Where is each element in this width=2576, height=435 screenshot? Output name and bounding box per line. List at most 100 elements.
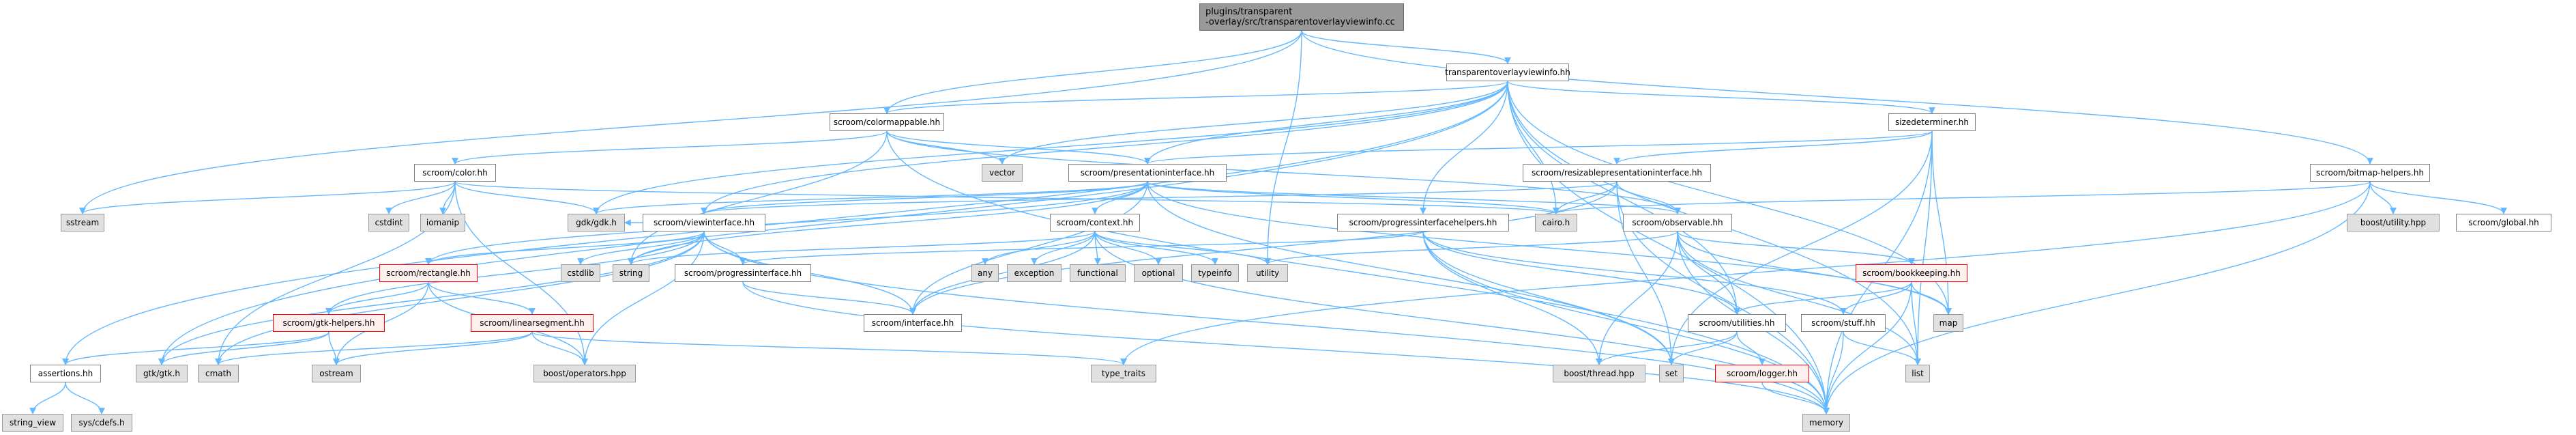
node-color[interactable]: scroom/color.hh <box>414 164 496 182</box>
node-progressinterface[interactable]: scroom/progressinterface.hh <box>675 264 811 282</box>
node-optional[interactable]: optional <box>1134 264 1183 282</box>
node-assertions[interactable]: assertions.hh <box>30 365 101 382</box>
node-colormappable[interactable]: scroom/colormappable.hh <box>830 113 944 131</box>
node-label: scroom/utilities.hh <box>1699 318 1775 328</box>
node-label: string <box>619 268 643 278</box>
node-label: scroom/interface.hh <box>871 318 954 328</box>
edge-bitmaphelpers-to-typetraits <box>1120 181 2371 365</box>
node-cmath[interactable]: cmath <box>198 365 239 382</box>
node-list[interactable]: list <box>1905 365 1930 382</box>
node-label: scroom/bitmap-helpers.hh <box>2315 168 2425 178</box>
node-any[interactable]: any <box>971 264 999 282</box>
node-logger[interactable]: scroom/logger.hh <box>1715 365 1809 382</box>
edge-progressinterfacehelpers-to-set <box>1422 231 1675 365</box>
edge-gtkhelpers-to-gtk <box>158 331 330 365</box>
edge-colormappable-to-color <box>452 130 888 165</box>
node-presentationinterface[interactable]: scroom/presentationinterface.hh <box>1068 164 1227 182</box>
node-observable[interactable]: scroom/observable.hh <box>1623 214 1732 231</box>
edge-viewinterface-to-rectangle <box>425 231 705 265</box>
node-vector[interactable]: vector <box>982 164 1023 182</box>
node-label: assertions.hh <box>38 369 93 378</box>
node-label: sys/cdefs.h <box>78 418 125 427</box>
node-label: scroom/progressinterface.hh <box>684 268 802 278</box>
node-bookkeeping[interactable]: scroom/bookkeeping.hh <box>1856 264 1967 282</box>
node-gdk[interactable]: gdk/gdk.h <box>568 214 625 231</box>
node-map[interactable]: map <box>1933 314 1963 332</box>
node-boost-operators[interactable]: boost/operators.hpp <box>533 365 636 382</box>
edge-toviewinfo-to-utilities <box>1507 81 1740 315</box>
node-typeinfo[interactable]: typeinfo <box>1191 264 1239 282</box>
node-utilities[interactable]: scroom/utilities.hh <box>1688 314 1786 332</box>
node-label: scroom/observable.hh <box>1632 218 1723 227</box>
node-root-source-file[interactable]: plugins/transparent -overlay/src/transpa… <box>1199 3 1404 31</box>
edge-presentationinterface-to-cairo <box>1147 181 1560 214</box>
node-functional[interactable]: functional <box>1070 264 1126 282</box>
node-exception[interactable]: exception <box>1007 264 1062 282</box>
edge-toviewinfo-to-viewinterface <box>701 81 1508 214</box>
node-transparentoverlayviewinfo[interactable]: transparentoverlayviewinfo.hh <box>1445 64 1570 81</box>
node-global[interactable]: scroom/global.hh <box>2456 214 2551 231</box>
node-string[interactable]: string <box>613 264 649 282</box>
node-linearsegment[interactable]: scroom/linearsegment.hh <box>471 314 594 332</box>
edge-linearsegment-to-ostream <box>333 331 533 365</box>
node-utility[interactable]: utility <box>1247 264 1288 282</box>
node-bitmap-helpers[interactable]: scroom/bitmap-helpers.hh <box>2310 164 2430 182</box>
node-progressinterfacehelpers[interactable]: scroom/progressinterfacehelpers.hh <box>1337 214 1509 231</box>
edge-color-to-cairo <box>454 181 1560 214</box>
node-context[interactable]: scroom/context.hh <box>1050 214 1140 231</box>
edge-sizedeterminer-to-list <box>1914 130 1933 365</box>
edge-context-to-string <box>628 231 1096 265</box>
node-sys-cdefs[interactable]: sys/cdefs.h <box>71 414 132 432</box>
edge-root-to-utility <box>1264 30 1302 265</box>
edge-progressinterfacehelpers-to-stuff <box>1422 231 1847 315</box>
edge-colormappable-to-presentationinterface <box>886 130 1151 165</box>
node-cstdlib[interactable]: cstdlib <box>561 264 600 282</box>
edge-sizedeterminer-to-presentationinterface <box>1144 130 1933 165</box>
edge-observable-to-bookkeeping <box>1677 231 1915 265</box>
node-memory[interactable]: memory <box>1802 414 1850 432</box>
edge-bookkeeping-to-stuff <box>1840 281 1912 315</box>
node-label: iomanip <box>426 218 460 227</box>
node-label: scroom/color.hh <box>422 168 488 178</box>
edge-stuff-to-memory <box>1823 331 1844 415</box>
edge-bitmaphelpers-to-global <box>2369 181 2507 214</box>
edge-bookkeeping-to-memory <box>1823 281 1912 415</box>
edge-toviewinfo-to-sizedeterminer <box>1507 81 1935 114</box>
node-stuff[interactable]: scroom/stuff.hh <box>1801 314 1886 332</box>
node-label: scroom/gtk-helpers.hh <box>282 318 375 328</box>
edge-observable-to-boostthread <box>1596 231 1678 365</box>
node-interface[interactable]: scroom/interface.hh <box>864 314 962 332</box>
node-rectangle[interactable]: scroom/rectangle.hh <box>379 264 478 282</box>
edge-toviewinfo-to-presentationinterface <box>1144 81 1508 165</box>
node-boost-thread[interactable]: boost/thread.hpp <box>1553 365 1645 382</box>
node-iomanip[interactable]: iomanip <box>420 214 465 231</box>
node-cairo[interactable]: cairo.h <box>1535 214 1577 231</box>
node-label: boost/utility.hpp <box>2360 218 2427 227</box>
node-gtk-helpers[interactable]: scroom/gtk-helpers.hh <box>273 314 385 332</box>
node-resizablepresentationinterface[interactable]: scroom/resizablepresentationinterface.hh <box>1523 164 1711 182</box>
edge-observable-to-utility <box>1264 231 1678 265</box>
edge-rectangle-to-gtkhelpers <box>325 281 429 315</box>
edge-observable-to-list <box>1677 231 1921 365</box>
node-label: any <box>977 268 993 278</box>
node-viewinterface[interactable]: scroom/viewinterface.hh <box>643 214 765 231</box>
edge-stuff-to-list <box>1843 331 1921 365</box>
node-gtk[interactable]: gtk/gtk.h <box>136 365 188 382</box>
node-cstdint[interactable]: cstdint <box>368 214 409 231</box>
node-label: scroom/logger.hh <box>1726 369 1798 378</box>
node-sstream[interactable]: sstream <box>61 214 104 231</box>
edge-assertions-to-syscdefs <box>65 382 105 415</box>
node-label: typeinfo <box>1198 268 1232 278</box>
node-type-traits[interactable]: type_traits <box>1091 365 1156 382</box>
node-ostream[interactable]: ostream <box>312 365 361 382</box>
edge-context-to-typeinfo <box>1094 231 1218 265</box>
node-label: type_traits <box>1101 369 1146 378</box>
node-set[interactable]: set <box>1659 365 1684 382</box>
edge-progressinterface-to-interface <box>742 281 916 315</box>
node-sizedeterminer[interactable]: sizedeterminer.hh <box>1888 113 1976 131</box>
node-boost-utility[interactable]: boost/utility.hpp <box>2347 214 2440 231</box>
edge-viewinterface-to-cstdlib <box>577 231 705 265</box>
node-label: cstdlib <box>567 268 594 278</box>
node-string-view[interactable]: string_view <box>2 414 63 432</box>
edge-toviewinfo-to-gtk <box>158 81 1508 365</box>
